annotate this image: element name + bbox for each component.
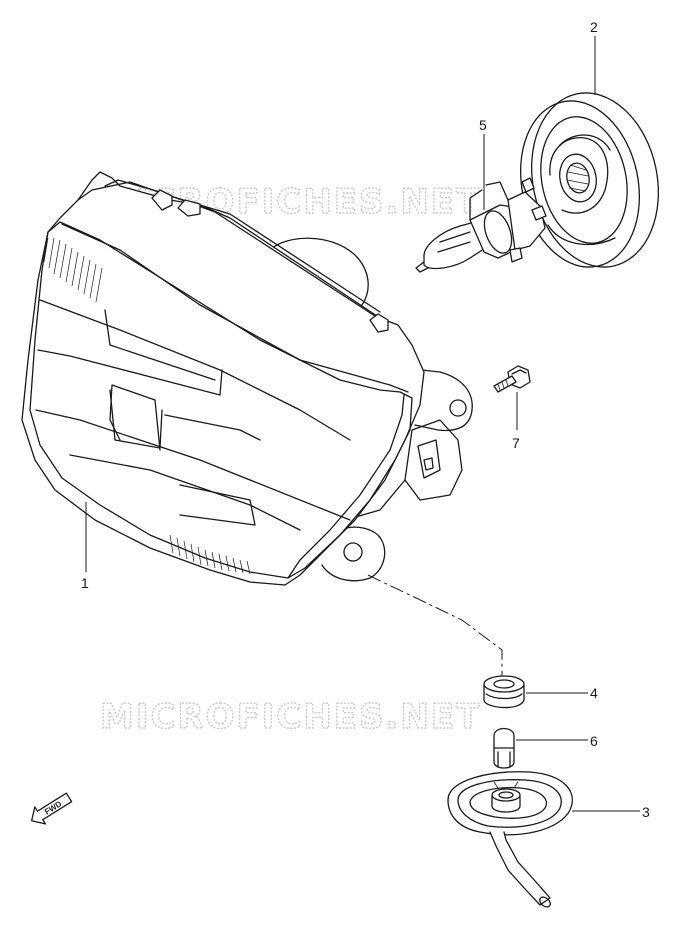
watermark-bottom: MICROFICHES.NET	[100, 697, 481, 737]
fwd-direction-arrow: FWD	[30, 792, 73, 825]
callout-6: 6	[590, 733, 598, 749]
position-lamp-bulb[interactable]	[493, 727, 515, 769]
callout-5: 5	[479, 117, 487, 133]
callout-4: 4	[590, 685, 598, 701]
callout-3: 3	[642, 804, 650, 820]
headlight-assembly[interactable]	[21, 171, 473, 586]
leader-lines	[85, 36, 640, 812]
callout-1: 1	[81, 575, 89, 591]
callout-labels: 2 5 7 1 4 6 3	[81, 19, 650, 820]
grommet[interactable]	[483, 675, 525, 709]
position-lamp-socket[interactable]	[447, 771, 573, 909]
callout-2: 2	[590, 19, 598, 35]
headlight-bulb[interactable]	[415, 177, 547, 273]
callout-7: 7	[512, 435, 520, 451]
adjusting-screw[interactable]	[493, 365, 531, 393]
socket-cover[interactable]	[506, 81, 674, 279]
